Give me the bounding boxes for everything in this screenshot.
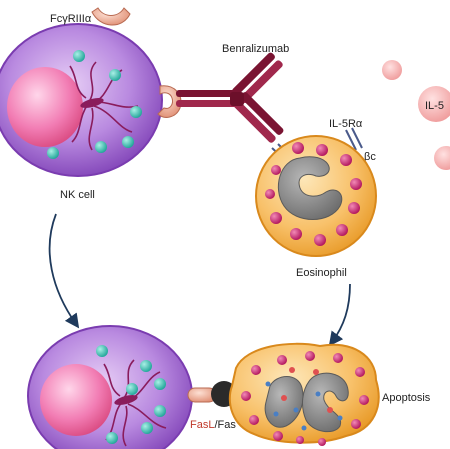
il5-molecule-labeled-icon (418, 86, 450, 122)
nk-nucleus-bottom (40, 364, 112, 436)
antibody-label: Benralizumab (222, 43, 289, 55)
fasl-fas-label: FasL/Fas (190, 419, 236, 431)
eosinophil-granules (265, 142, 362, 246)
slash-label: / (214, 419, 218, 431)
nk-cell-top (0, 23, 163, 177)
fasl-label: FasL (190, 419, 214, 431)
beta-c-label: βc (364, 151, 376, 163)
eosinophil-label: Eosinophil (296, 267, 347, 279)
nk-cell-bottom (27, 325, 193, 449)
eosinophil-cell (255, 135, 377, 257)
fas-label: Fas (218, 419, 237, 431)
apoptotic-eosinophil (228, 342, 380, 446)
receptor-label: FcγRIIIα (50, 13, 92, 25)
nk-granules-bottom (96, 345, 166, 444)
benralizumab-antibody (176, 52, 284, 143)
fcgr3a-receptor-binding-icon (157, 85, 182, 118)
arrow-eosinophil-apoptosis (328, 283, 351, 347)
il5-molecule-bottom-icon (434, 146, 450, 170)
arrow-nk-activation (48, 213, 80, 329)
il5-receptor-label: IL-5Rα (329, 118, 363, 130)
eosinophil-nucleus (277, 156, 343, 220)
nk-filaments-bottom (103, 359, 167, 447)
nk-granules-top (47, 50, 142, 159)
apoptotic-granules (241, 351, 369, 446)
apoptotic-nucleus-fragment-right (302, 372, 349, 433)
il5-molecule-small-icon (382, 60, 402, 80)
il5-label: IL-5 (425, 100, 444, 112)
nk-cell-label: NK cell (60, 189, 95, 201)
apoptosis-label: Apoptosis (382, 392, 431, 404)
nk-nucleus-top (7, 67, 83, 147)
fcgr3a-receptor-top-icon (91, 7, 131, 26)
il5-molecules (382, 60, 450, 170)
